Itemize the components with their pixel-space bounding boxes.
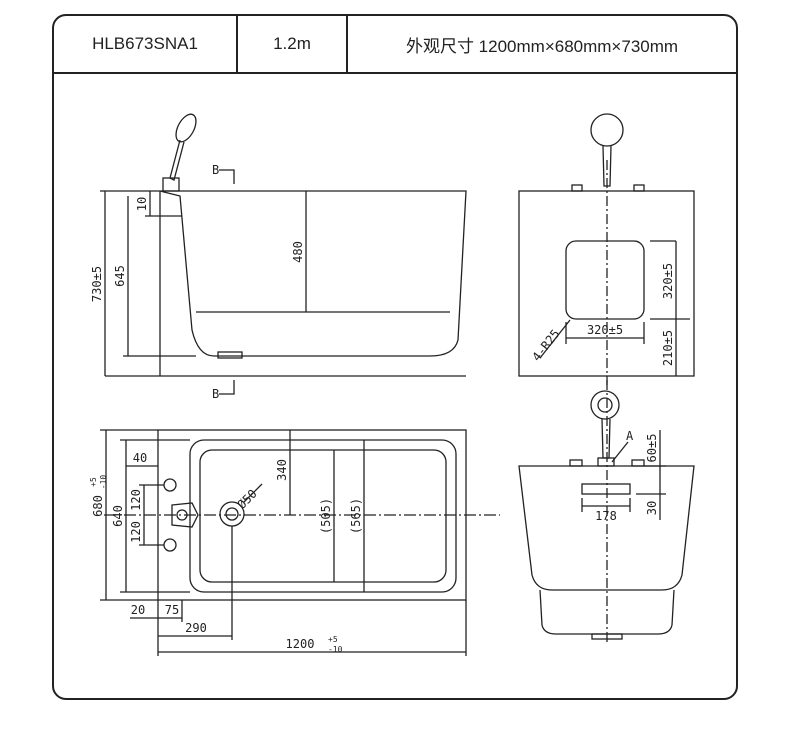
dim-text-640: 640 [111,505,125,527]
dim-text-1200: 1200 [286,637,315,651]
dim-text-corner-radius: 4-R25 [529,327,562,364]
hand-shower-head-icon [175,113,197,143]
section-rim-fitting-right [631,459,645,467]
hand-shower-handle [169,139,185,181]
mixer-hole-top-icon [163,478,177,492]
mixer-hole-bottom-icon [163,538,177,552]
dim-text-680: 680 [91,495,105,517]
section-shower-stem [601,418,611,459]
side-view [100,113,467,395]
dim-text-60: 60±5 [645,434,659,463]
section-label-top: B [212,163,219,177]
dim-text-565: (565) [349,498,363,534]
side-view-tub-body [159,190,467,357]
dim-text-680-tol-upper: +5 [89,477,98,487]
shower-holder [162,177,180,192]
rim-fitting-right [633,184,645,192]
dim-text-40: 40 [133,451,147,465]
dim-text-340: 340 [275,459,289,481]
drain-inner [225,507,239,521]
end-view [518,113,695,385]
rim-fitting-left [571,184,583,192]
overhead-shower-icon [590,390,620,420]
leader-drain [243,483,263,503]
overhead-shower-inner [597,397,613,413]
overall-dimensions: 外观尺寸 1200mm×680mm×730mm [405,36,679,56]
plan-view [100,429,500,656]
plan-basin [199,449,447,583]
leader-radius [539,319,571,359]
section-mark-bottom [219,380,235,395]
section-view [518,380,695,645]
dim-text-window-base: 210±5 [661,330,675,366]
access-window [565,240,645,320]
dim-text-window-width: 320±5 [587,323,623,337]
dim-text-645: 645 [113,265,127,287]
section-rim-fitting-left [569,459,583,467]
dim-text-20: 20 [131,603,145,617]
dim-text-75: 75 [165,603,179,617]
dim-text-window-height: 320±5 [661,263,675,299]
dim-text-290: 290 [185,621,207,635]
dim-text-30: 30 [645,501,659,515]
dim-text-680-tol-lower: -10 [99,475,108,490]
dim-text-120-lower: 120 [129,521,143,543]
side-view-drain-foot [217,351,243,359]
dim-text-480: 480 [291,241,305,263]
dim-text-1200-tol-lower: -10 [328,645,343,654]
section-tub-body [518,465,695,591]
section-mark-top [219,169,235,184]
dim-text-505: (505) [319,498,333,534]
dim-text-730: 730±5 [90,266,104,302]
dim-text-120-upper: 120 [129,489,143,511]
overflow-slot [581,483,631,495]
tub-size: 1.2m [238,16,348,72]
spec-header: HLB673SNA1 1.2m 外观尺寸 1200mm×680mm×730mm [54,16,736,74]
plan-rim [189,439,457,593]
spec-frame: HLB673SNA1 1.2m 外观尺寸 1200mm×680mm×730mm [52,14,738,700]
section-label-bottom: B [212,387,219,401]
dim-text-1200-tol-upper: +5 [328,635,338,644]
leader-a [611,441,629,463]
dim-text-10: 10 [135,197,149,211]
dim-text-178: 178 [595,509,617,523]
spout-icon [171,502,199,528]
section-shower-holder [597,457,615,467]
dim-text-label-a: A [626,429,634,443]
model-number: HLB673SNA1 [54,16,238,72]
shower-head-icon [590,113,624,147]
